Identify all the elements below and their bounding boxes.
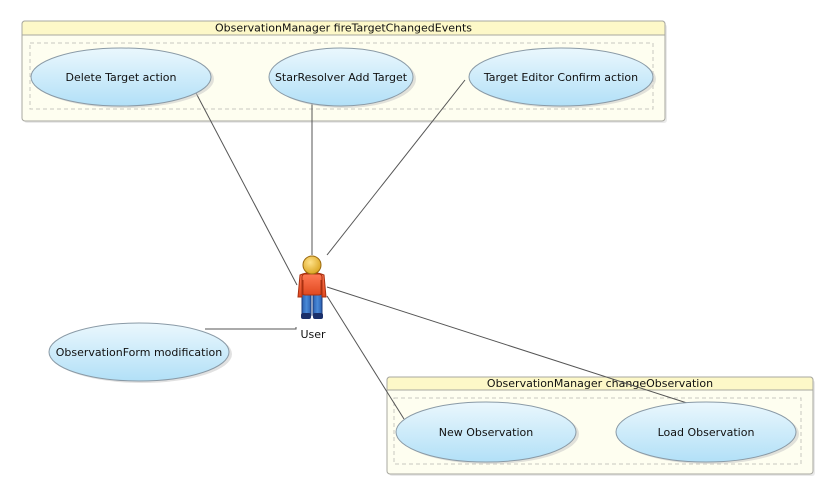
user-actor-icon (297, 255, 327, 319)
package-inner-frame (393, 397, 802, 465)
use-case-label: ObservationForm modification (56, 346, 222, 359)
association-user-new-observation[interactable] (326, 295, 405, 420)
use-case-label: Load Observation (658, 426, 755, 439)
use-case-observationform-modification[interactable]: ObservationForm modification (48, 322, 232, 383)
use-case-load-observation[interactable]: Load Observation (615, 401, 799, 464)
package-title: ObservationManager changeObservation (487, 377, 713, 390)
use-case-label: New Observation (439, 426, 534, 439)
use-case-delete-target-action[interactable]: Delete Target action (30, 47, 214, 108)
package-title: ObservationManager fireTargetChangedEven… (215, 22, 472, 35)
association-user-observationform[interactable] (205, 327, 297, 330)
use-case-starresolver-add-target[interactable]: StarResolver Add Target (268, 47, 416, 108)
use-case-label: Delete Target action (65, 71, 176, 84)
use-case-new-observation[interactable]: New Observation (395, 401, 579, 464)
associations (195, 79, 688, 420)
use-case-label: StarResolver Add Target (275, 71, 408, 84)
actor-user[interactable]: User (297, 255, 327, 341)
association-user-delete-target[interactable] (195, 92, 298, 286)
use-case-label: Target Editor Confirm action (483, 71, 638, 84)
use-case-target-editor-confirm-action[interactable]: Target Editor Confirm action (468, 47, 656, 108)
actor-label: User (300, 328, 326, 341)
association-user-load-observation[interactable] (326, 286, 688, 404)
package-inner-frame (29, 42, 654, 110)
association-user-target-editor[interactable] (326, 79, 466, 256)
